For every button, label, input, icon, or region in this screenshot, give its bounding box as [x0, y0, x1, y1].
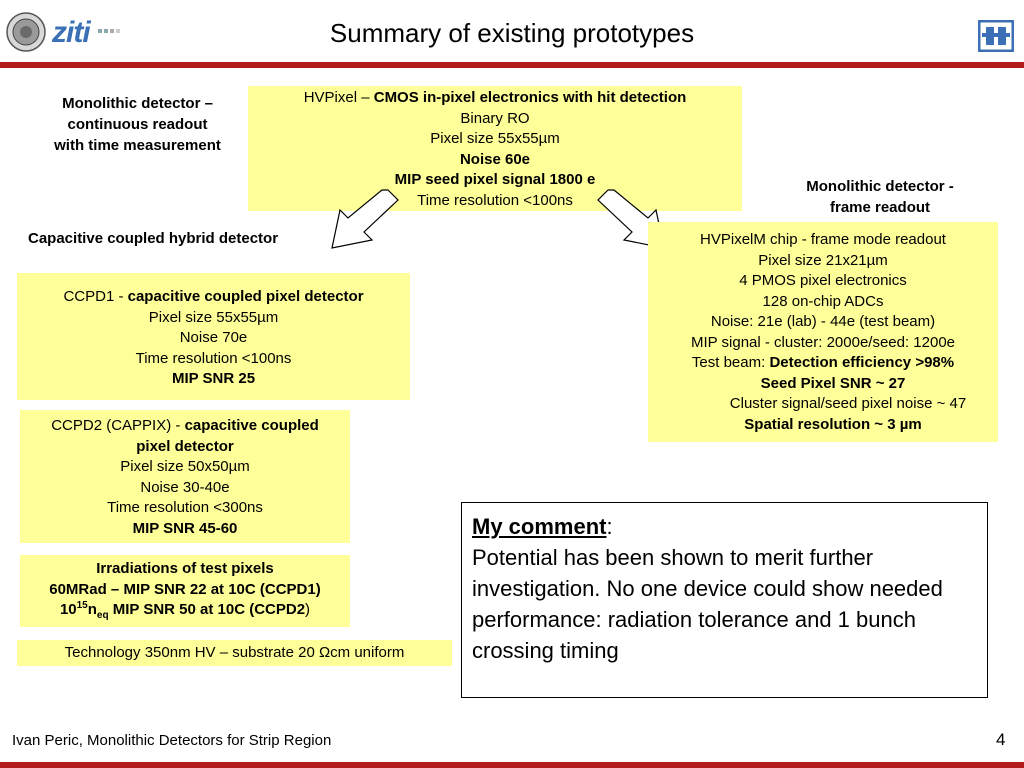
comment-box: My comment: Potential has been shown to … — [461, 502, 988, 698]
label-capacitive-hybrid: Capacitive coupled hybrid detector — [28, 230, 279, 247]
label-monolithic-frame: Monolithic detector - frame readout — [806, 178, 954, 216]
footer-divider — [0, 762, 1024, 768]
ziti-logo: ziti — [52, 16, 91, 49]
comment-body: Potential has been shown to merit furthe… — [472, 545, 943, 663]
arrow-left-down-icon — [331, 189, 399, 249]
comment-heading: My comment — [472, 514, 607, 539]
page-title: Summary of existing prototypes — [329, 18, 695, 48]
institute-logo-icon — [978, 20, 1014, 52]
header-bar: ziti Summary of existing prototypes — [0, 0, 1024, 70]
ccpd2-box: CCPD2 (CAPPIX) - capacitive coupled pixe… — [20, 410, 350, 543]
hvpixel-box: HVPixel – CMOS in-pixel electronics with… — [248, 86, 742, 211]
university-seal-icon — [6, 12, 46, 52]
page-number: 4 — [996, 730, 1006, 749]
header-divider — [0, 62, 1024, 68]
hvpixelm-box: HVPixelM chip - frame mode readout Pixel… — [648, 222, 998, 442]
ziti-logo-dots — [98, 24, 120, 33]
ccpd1-box: CCPD1 - capacitive coupled pixel detecto… — [17, 273, 410, 400]
label-monolithic-continuous: Monolithic detector – continuous readout… — [54, 95, 221, 154]
technology-box: Technology 350nm HV – substrate 20 Ωcm u… — [17, 640, 452, 666]
footer-author: Ivan Peric, Monolithic Detectors for Str… — [12, 732, 332, 749]
irradiation-box: Irradiations of test pixels 60MRad – MIP… — [20, 555, 350, 627]
